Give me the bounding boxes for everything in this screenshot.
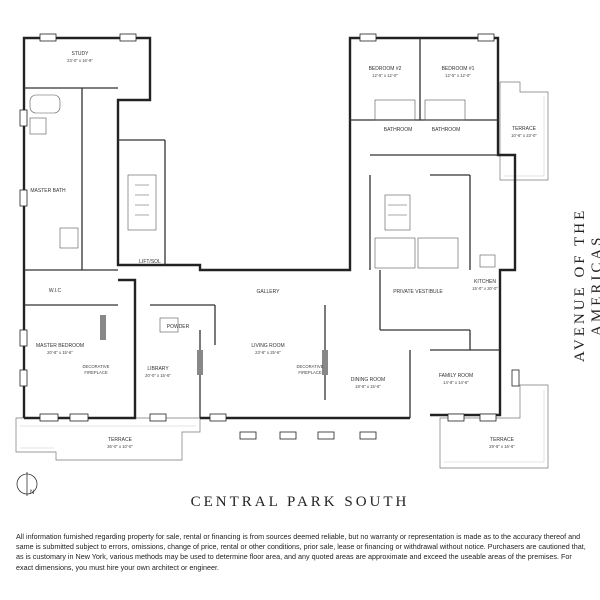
room-terrace-east: TERRACE [512, 126, 537, 132]
room-master-bedroom-dim: 20'-8" x 15'-6" [47, 350, 73, 355]
room-terrace-south-east: TERRACE [490, 437, 515, 443]
room-family-room-dim: 14'-8" x 14'-6" [443, 380, 469, 385]
room-private-vestibule: PRIVATE VESTIBULE [393, 289, 443, 295]
room-master-bath: MASTER BATH [30, 188, 66, 194]
room-bedroom2: BEDROOM #2 [369, 66, 402, 72]
room-kitchen: KITCHEN [474, 279, 496, 285]
terrace-south-west-outline [15, 417, 201, 461]
room-dining-room: DINING ROOM [351, 377, 385, 383]
room-library: LIBRARY [147, 366, 169, 372]
room-family-room: FAMILY ROOM [439, 373, 473, 379]
terrace-south-east-outline [439, 384, 549, 469]
room-decorative-fp-2: DECORATIVE [297, 364, 324, 369]
north-arrow-icon: N [16, 472, 38, 496]
room-terrace-east-dim: 10'-6" x 23'-0" [511, 133, 537, 138]
interior-walls [24, 38, 500, 418]
room-terrace-south-east-dim: 29'-6" x 16'-6" [489, 444, 515, 449]
room-bedroom1-dim: 12'-5" x 12'-0" [445, 73, 471, 78]
street-label-east: AVENUE OF THE AMERICAS [572, 207, 600, 363]
bathtub [29, 94, 61, 114]
room-library-dim: 20'-0" x 15'-6" [145, 373, 171, 378]
room-labels: STUDY 23'-0" x 16'-9" BEDROOM #2 12'-5" … [30, 51, 537, 449]
room-terrace-south-west-dim: 36'-0" x 10'-0" [107, 444, 133, 449]
room-wic: W.I.C [49, 288, 62, 294]
room-powder: POWDER [167, 324, 190, 330]
room-kitchen-dim: 15'-0" x 20'-0" [472, 286, 498, 291]
room-bedroom2-dim: 12'-5" x 12'-0" [372, 73, 398, 78]
room-bathroom-a: BATHROOM [384, 127, 413, 133]
compass-label: N [30, 490, 34, 496]
room-terrace-south-west: TERRACE [108, 437, 133, 443]
room-gallery: GALLERY [257, 289, 281, 295]
room-study: STUDY [72, 51, 90, 57]
terraces [15, 81, 549, 469]
disclaimer-text: All information furnished regarding prop… [16, 532, 586, 572]
room-bedroom1: BEDROOM #1 [442, 66, 475, 72]
room-decorative-fp-2-sub: FIREPLACE [298, 370, 321, 375]
stair [127, 174, 157, 231]
exterior-walls [22, 36, 517, 420]
room-bathroom-b: BATHROOM [432, 127, 461, 133]
room-living-room: LIVING ROOM [251, 343, 284, 349]
room-master-bedroom: MASTER BEDROOM [36, 343, 84, 349]
floor-plan: STUDY 23'-0" x 16'-9" BEDROOM #2 12'-5" … [15, 33, 549, 469]
street-label-south: CENTRAL PARK SOUTH [190, 494, 410, 510]
terrace-east-outline [499, 81, 549, 181]
room-study-dim: 23'-0" x 16'-9" [67, 58, 93, 63]
room-decorative-fp-1: DECORATIVE [83, 364, 110, 369]
windows [19, 33, 520, 440]
room-decorative-fp-1-sub: FIREPLACE [84, 370, 107, 375]
fixtures [29, 94, 496, 333]
room-living-room-dim: 23'-8" x 25'-6" [255, 350, 281, 355]
room-lift: LIFT/SOL [139, 259, 161, 265]
room-dining-room-dim: 18'-8" x 15'-6" [355, 384, 381, 389]
